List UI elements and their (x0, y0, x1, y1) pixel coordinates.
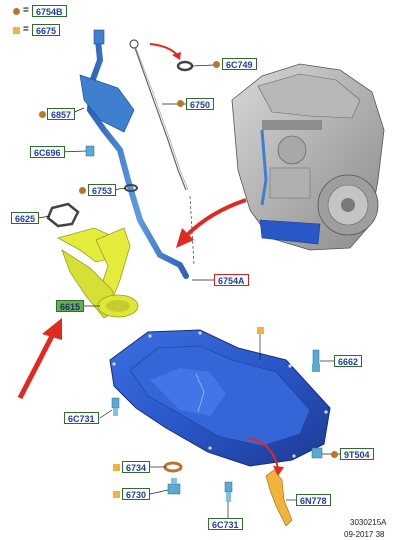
callout-9T504: 9T504 (340, 448, 374, 460)
callout-6730: 6730 (122, 488, 151, 500)
oil-level-sensor (265, 469, 293, 527)
drain-plug-washer (163, 461, 183, 473)
oil-pan (109, 329, 331, 467)
legend-equals: = (23, 5, 29, 16)
dipstick-tube (79, 29, 189, 279)
legend-circle-marker (13, 8, 20, 15)
callout-6734: 6734 (122, 461, 151, 473)
callout-6C731: 6C731 (208, 518, 243, 530)
callout-6754A: 6754A (214, 274, 249, 286)
legend-equals: = (23, 24, 29, 35)
callout-6857: 6857 (47, 108, 76, 120)
callout-marker-circle (331, 451, 338, 458)
legend-square-marker (13, 27, 20, 34)
callout-6753: 6753 (88, 184, 117, 196)
callout-6615: 6615 (56, 300, 85, 312)
dipstick (129, 39, 195, 266)
red-arrows (17, 43, 284, 476)
callout-marker-circle (213, 61, 220, 68)
engine-block (231, 63, 385, 251)
callout-6C731: 6C731 (64, 412, 99, 424)
marker-square (257, 327, 264, 334)
callout-marker-square (113, 491, 120, 498)
callout-6C749: 6C749 (222, 58, 257, 70)
callout-marker-circle (39, 111, 46, 118)
callout-6625: 6625 (11, 212, 40, 224)
callout-6662: 6662 (334, 355, 363, 367)
callout-6C696: 6C696 (30, 146, 65, 158)
figure-date: 09-2017 38 (344, 530, 385, 539)
callout-marker-circle (79, 187, 86, 194)
o-ring (176, 60, 194, 72)
oil-pickup-tube (56, 227, 139, 319)
callout-marker-square (113, 464, 120, 471)
legend-circle-part: 6754B (32, 5, 67, 17)
callout-6750: 6750 (186, 98, 215, 110)
callout-marker-circle (177, 100, 184, 107)
gasket (46, 202, 80, 228)
callout-6N778: 6N778 (296, 494, 331, 506)
legend-square-part: 6675 (32, 24, 61, 36)
bolts (85, 145, 323, 502)
drain-plug (167, 478, 181, 495)
figure-code: 3030215A (350, 518, 387, 527)
